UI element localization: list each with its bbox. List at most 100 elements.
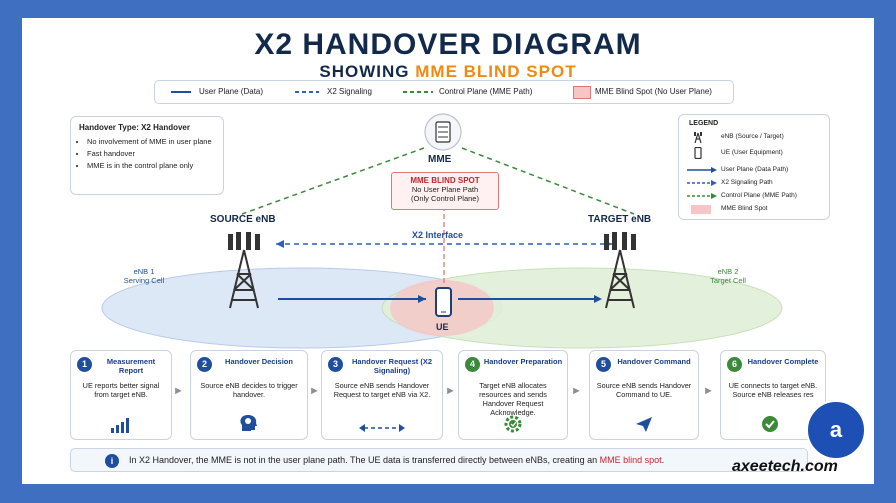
page-subtitle: SHOWING MME BLIND SPOT [22,62,874,82]
double-arrow-icon [322,423,442,435]
step-card-1: 1 Measurement Report UE reports better s… [70,350,172,440]
cell2-sub: Target Cell [710,276,746,285]
user-plane-arrow-icon [687,167,717,173]
phone-icon [694,147,702,159]
info-text: In X2 Handover, the MME is not in the us… [129,455,664,465]
cell1-name: eNB 1 [133,267,155,276]
source-enb-label: SOURCE eNB [210,214,276,225]
head-gear-icon [191,413,307,435]
signal-bars-icon [71,417,171,435]
legend-heading: LEGEND [689,120,719,127]
blind-swatch [691,205,711,214]
info-bar: i In X2 Handover, the MME is not in the … [70,448,808,472]
cell2-label: eNB 2 Target Cell [698,267,758,285]
step-card-5: 5 Handover Command Source eNB sends Hand… [589,350,699,440]
watermark-text: axeetech.com [732,458,838,475]
list-item: MME is in the control plane only [87,161,227,170]
handover-type-heading: Handover Type: X2 Handover [79,123,190,132]
list-item: Fast handover [87,149,227,158]
legend-ue: UE (User Equipment) [721,149,783,156]
step-number: 6 [727,357,742,372]
x2-arrow-left-icon [276,240,284,248]
chevron-right-icon: ► [309,385,320,397]
blind-spot-swatch [573,86,591,99]
step-number: 1 [77,357,92,372]
control-arrow-icon [687,193,717,199]
legend-enb: eNB (Source / Target) [721,133,784,140]
blind-spot-title: MME BLIND SPOT [410,176,480,185]
step-title: Measurement Report [106,357,156,375]
legend-user-plane-path: User Plane (Data Path) [721,166,789,173]
legend-control-path: Control Plane (MME Path) [721,192,797,199]
chevron-right-icon: ► [173,385,184,397]
target-tower-icon [604,232,636,309]
legend-blind-spot: MME Blind Spot (No User Plane) [595,87,712,96]
ue-label: UE [436,322,449,332]
control-plane-line-target [461,147,635,215]
target-enb-label: TARGET eNB [588,214,652,225]
info-icon: i [105,454,119,468]
list-item: No involvement of MME in user plane [87,137,227,146]
cell1-label: eNB 1 Serving Cell [114,267,174,285]
info-body: In X2 Handover, the MME is not in the us… [129,455,600,465]
step-desc: UE connects to target eNB. Source eNB re… [728,381,818,399]
blind-spot-line1: No User Plane Path [411,185,479,194]
info-highlight: MME blind spot [599,455,662,465]
legend-user-plane: User Plane (Data) [199,87,264,96]
top-legend: User Plane (Data) X2 Signaling Control P… [154,80,734,104]
legend-box: LEGEND eNB (Source / Target) UE (User Eq… [678,114,830,220]
step-desc: Source eNB sends Handover Request to tar… [333,381,431,399]
target-cell-area [381,267,783,349]
step-desc: Target eNB allocates resources and sends… [479,381,547,417]
mme-label: MME [428,154,452,165]
check-icon [721,415,825,435]
step-title: Handover Decision [225,357,293,366]
source-tower-icon [228,232,260,309]
user-plane-line-icon [171,91,191,93]
step-desc: Source eNB decides to trigger handover. [200,381,298,399]
axeetech-logo-icon: a [806,400,866,460]
legend-x2-signaling: X2 Signaling [327,87,372,96]
step-title: Handover Command [617,357,691,366]
step-number: 5 [596,357,611,372]
cell1-sub: Serving Cell [123,276,165,285]
step-title: Handover Complete [747,357,819,366]
diagram-canvas: X2 HANDOVER DIAGRAM SHOWING MME BLIND SP… [22,18,874,484]
user-plane-arrow-1-icon [418,295,426,303]
page-title: X2 HANDOVER DIAGRAM [254,28,642,61]
step-number: 3 [328,357,343,372]
step-title: Handover Preparation [483,357,563,366]
step-number: 2 [197,357,212,372]
chevron-right-icon: ► [571,385,582,397]
x2-signaling-line-icon [295,91,319,93]
x2-interface-label: X2 Interface [412,230,464,240]
legend-blind: MME Blind Spot [721,205,768,212]
chevron-right-icon: ► [445,385,456,397]
legend-x2-path: X2 Signaling Path [721,179,773,186]
network-diagram [101,113,783,349]
tower-icon [694,132,702,143]
blind-spot-line2: (Only Control Plane) [411,194,479,203]
control-plane-line-icon [403,91,433,93]
info-end: . [661,455,665,465]
gear-check-icon [459,415,567,435]
subtitle-prefix: SHOWING [319,62,416,81]
cell2-name: eNB 2 [717,267,739,276]
handover-type-box: Handover Type: X2 Handover No involvemen… [70,116,224,195]
legend-control-plane: Control Plane (MME Path) [439,87,533,96]
step-title: Handover Request (X2 Signaling) [351,357,433,375]
mme-blind-spot-box: MME BLIND SPOT No User Plane Path (Only … [391,172,499,210]
step-desc: UE reports better signal from target eNB… [82,381,160,399]
step-card-3: 3 Handover Request (X2 Signaling) Source… [321,350,443,440]
ue-phone-icon [435,287,452,317]
step-card-2: 2 Handover Decision Source eNB decides t… [190,350,308,440]
chevron-right-icon: ► [703,385,714,397]
step-desc: Source eNB sends Handover Command to UE. [596,381,692,399]
step-number: 4 [465,357,480,372]
handover-type-list: No involvement of MME in user plane Fast… [75,137,227,173]
user-plane-arrow-2-icon [594,295,602,303]
x2-arrow-icon [687,180,717,186]
subtitle-highlight: MME BLIND SPOT [415,62,577,81]
send-icon [590,415,698,435]
step-card-4: 4 Handover Preparation Target eNB alloca… [458,350,568,440]
